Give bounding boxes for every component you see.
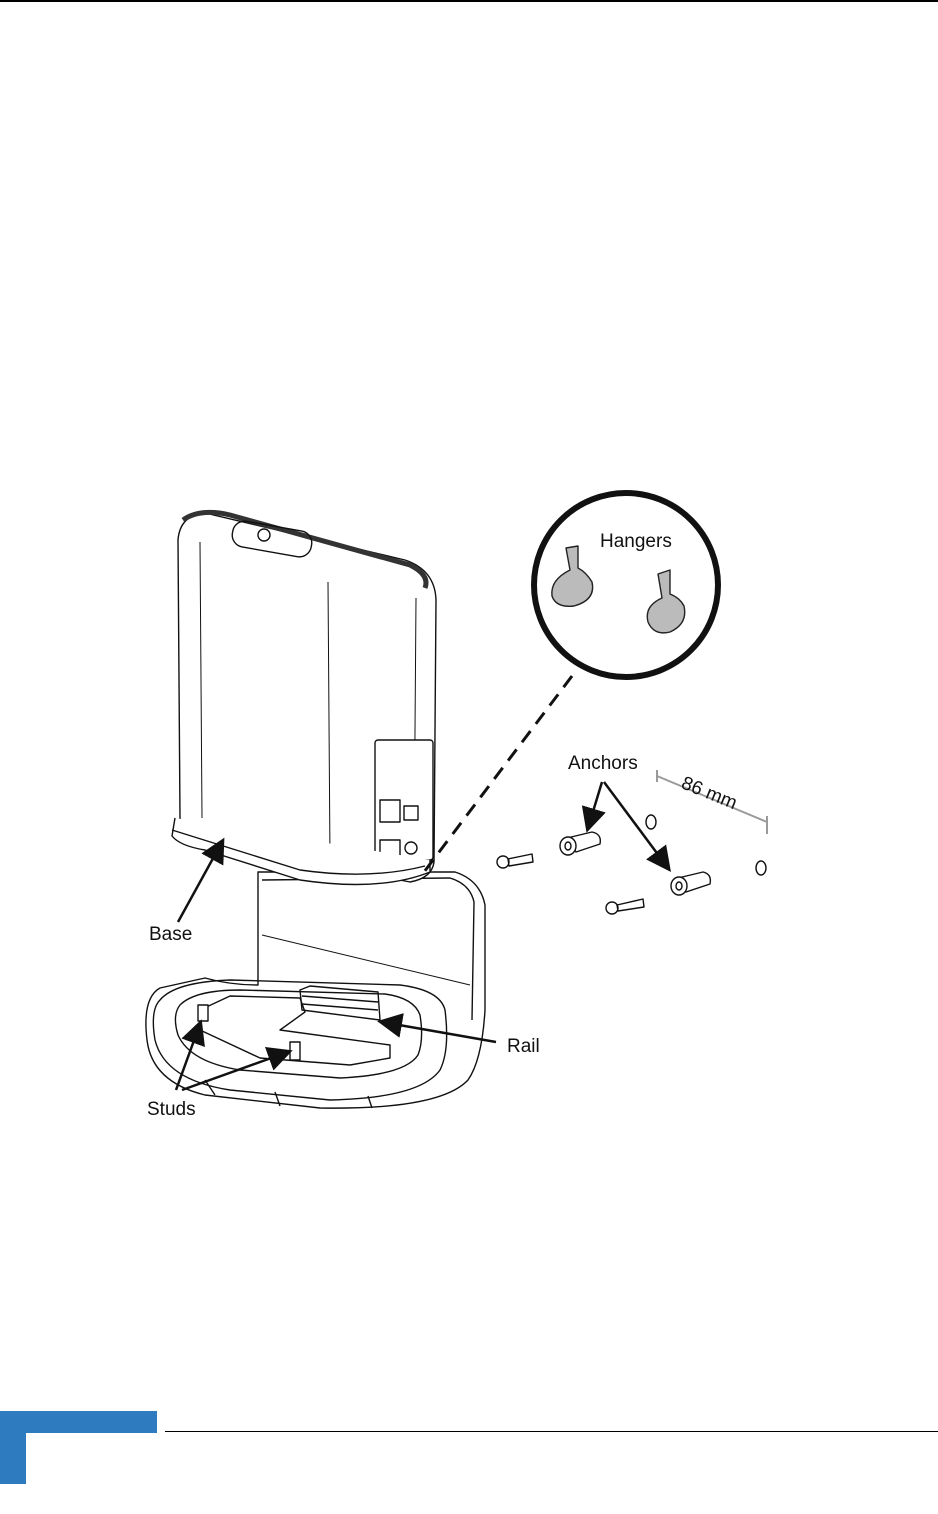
anchors-label: Anchors: [568, 753, 638, 775]
device-body: [172, 512, 436, 884]
hangers-callout: [424, 493, 718, 872]
base-label: Base: [149, 924, 192, 946]
rail-label: Rail: [507, 1036, 540, 1058]
arrow-anchors-1: [588, 782, 602, 828]
header-rule: [0, 0, 938, 2]
base-stand: [146, 872, 485, 1108]
footer-accent-tab: [0, 1411, 26, 1484]
arrow-base: [178, 842, 222, 922]
arrow-anchors-2: [604, 782, 668, 868]
anchors-screws: [497, 815, 766, 914]
hangers-label: Hangers: [600, 531, 672, 553]
footer-rule: [165, 1431, 938, 1432]
studs-label: Studs: [147, 1099, 196, 1121]
wall-mount-diagram: [0, 470, 938, 1150]
